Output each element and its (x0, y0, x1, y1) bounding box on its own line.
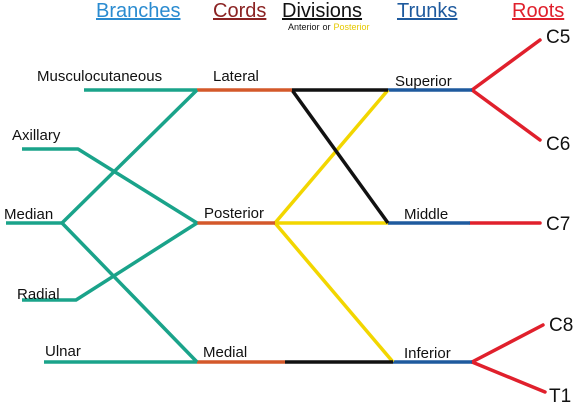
branch-radial-line (22, 221, 198, 302)
header-branches: Branches (96, 0, 181, 22)
label-medial: Medial (203, 344, 247, 361)
label-middle: Middle (404, 206, 448, 223)
medial-to-median-line (60, 221, 199, 364)
root-c5-line (470, 38, 542, 92)
label-c7: C7 (546, 214, 570, 235)
label-c8: C8 (549, 315, 573, 336)
roots-lines (468, 38, 547, 394)
legend-or: or (323, 22, 331, 32)
label-superior: Superior (395, 73, 452, 90)
posterior-divisions (273, 88, 395, 364)
header-roots: Roots (512, 0, 564, 22)
label-posterior: Posterior (204, 205, 264, 222)
anterior-division-middle (290, 88, 390, 225)
label-median: Median (4, 206, 53, 223)
anterior-divisions (285, 88, 393, 364)
label-ulnar: Ulnar (45, 343, 81, 360)
label-radial: Radial (17, 286, 60, 303)
label-musculocutaneous: Musculocutaneous (37, 68, 162, 85)
root-c6-line (470, 88, 542, 142)
header-divisions: Divisions (282, 0, 362, 22)
label-c5: C5 (546, 27, 570, 48)
header-trunks: Trunks (397, 0, 457, 22)
header-cords: Cords (213, 0, 266, 22)
label-inferior: Inferior (404, 345, 451, 362)
branch-axillary-line (22, 147, 198, 225)
posterior-division-superior (273, 88, 390, 225)
legend-anterior: Anterior (288, 22, 320, 32)
label-t1: T1 (549, 386, 571, 407)
root-t1-line (470, 360, 547, 394)
lateral-to-median-line (60, 88, 199, 225)
posterior-division-inferior (273, 221, 395, 364)
cords-lines (197, 88, 292, 364)
label-c6: C6 (546, 134, 570, 155)
legend-posterior: Posterior (334, 22, 370, 32)
branches-lines (6, 88, 199, 364)
root-c8-line (470, 323, 545, 364)
label-lateral: Lateral (213, 68, 259, 85)
label-axillary: Axillary (12, 127, 61, 144)
trunks-lines (388, 88, 472, 364)
